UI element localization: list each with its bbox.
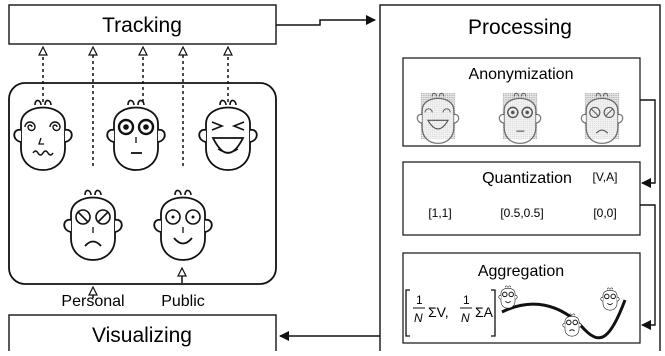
aggregation-title: Aggregation [478, 263, 564, 280]
svg-text:1: 1 [463, 293, 470, 307]
anonymized-face-icon [416, 92, 460, 145]
aggregation-formula: 1 N ΣV, 1 N ΣA [405, 289, 496, 337]
quantization-value: [0,0] [593, 206, 616, 220]
anonymized-face-icon [498, 92, 542, 145]
anonymization-box: Anonymization [402, 57, 641, 147]
laughing-face-icon [198, 99, 258, 171]
svg-text:ΣA: ΣA [475, 304, 494, 320]
visualizing-box: Visualizing [8, 314, 277, 354]
face-tracking-arrows [43, 48, 228, 166]
visualizing-title: Visualizing [92, 324, 192, 347]
small-face-icon [498, 285, 518, 309]
tracking-box: Tracking [8, 4, 277, 45]
smiling-face-icon [153, 189, 213, 261]
svg-text:N: N [414, 311, 423, 325]
tracking-title: Tracking [102, 14, 182, 37]
svg-text:1: 1 [416, 293, 423, 307]
quantization-box: Quantization [V,A] [1,1] [0.5,0.5] [0,0] [402, 161, 641, 236]
quantization-value: [0.5,0.5] [500, 206, 543, 220]
anonymization-to-quantization-arrow [640, 99, 656, 188]
tracking-to-processing-arrow [276, 15, 376, 26]
processing-title: Processing [468, 16, 572, 39]
aggregation-box: Aggregation 1 N ΣV, 1 N ΣA [402, 252, 641, 344]
svg-text:N: N [461, 311, 470, 325]
small-face-icon [562, 313, 582, 337]
quantization-value: [1,1] [428, 206, 451, 220]
public-label: Public [161, 293, 205, 310]
quantization-to-aggregation-arrow [640, 204, 656, 330]
quantization-title: Quantization [482, 170, 572, 187]
svg-text:ΣV,: ΣV, [428, 304, 449, 320]
small-face-icon [600, 287, 620, 311]
anonymized-face-icon [580, 92, 624, 145]
angry-face-icon [63, 189, 123, 261]
anonymization-title: Anonymization [469, 66, 574, 83]
quantization-unit: [V,A] [593, 170, 618, 184]
dizzy-face-icon [13, 99, 73, 171]
aggregation-curve [501, 299, 627, 340]
wide-eyed-face-icon [106, 99, 166, 171]
personal-label: Personal [61, 293, 124, 310]
